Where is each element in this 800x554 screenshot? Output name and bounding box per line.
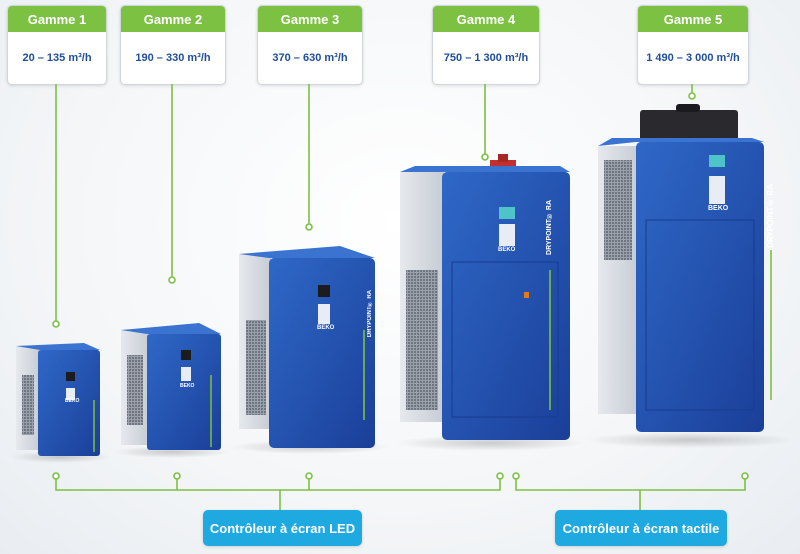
- brand-logo-4: BEKO: [498, 247, 516, 253]
- led-controller-button[interactable]: Contrôleur à écran LED: [203, 510, 362, 546]
- range-card-title: Gamme 2: [121, 6, 225, 32]
- model-label-4: DRYPOINT® RA: [546, 200, 553, 255]
- range-card-3[interactable]: Gamme 3 370 – 630 m³/h: [257, 5, 363, 85]
- range-card-flow: 190 – 330 m³/h: [135, 52, 211, 64]
- model-label-3: DRYPOINT® RA: [367, 290, 373, 338]
- brand-logo-3: BEKO: [317, 325, 335, 331]
- brand-logo-2: BEKO: [180, 383, 195, 389]
- dryer-unit-5: [598, 104, 772, 432]
- range-card-title: Gamme 3: [258, 6, 362, 32]
- range-card-flow: 20 – 135 m³/h: [22, 52, 92, 64]
- range-card-5[interactable]: Gamme 5 1 490 – 3 000 m³/h: [637, 5, 749, 85]
- touch-controller-button[interactable]: Contrôleur à écran tactile: [555, 510, 727, 546]
- dryer-unit-1: [16, 343, 100, 456]
- dryer-unit-2: [121, 323, 221, 450]
- range-card-4[interactable]: Gamme 4 750 – 1 300 m³/h: [432, 5, 540, 85]
- range-card-title: Gamme 4: [433, 6, 539, 32]
- model-label-5: DRYPOINT® RA: [766, 184, 775, 248]
- range-connectors: [52, 84, 696, 328]
- range-card-flow: 750 – 1 300 m³/h: [443, 52, 529, 64]
- dryer-unit-3: [239, 246, 375, 448]
- range-card-2[interactable]: Gamme 2 190 – 330 m³/h: [120, 5, 226, 85]
- brand-logo-5: BEKO: [708, 205, 729, 212]
- brand-logo-1: BEKO: [65, 398, 80, 404]
- range-card-1[interactable]: Gamme 1 20 – 135 m³/h: [7, 5, 107, 85]
- range-card-flow: 1 490 – 3 000 m³/h: [646, 52, 740, 64]
- range-card-flow: 370 – 630 m³/h: [272, 52, 348, 64]
- range-card-title: Gamme 5: [638, 6, 748, 32]
- range-card-title: Gamme 1: [8, 6, 106, 32]
- dryer-unit-4: [400, 154, 570, 440]
- controller-brackets: [52, 472, 749, 510]
